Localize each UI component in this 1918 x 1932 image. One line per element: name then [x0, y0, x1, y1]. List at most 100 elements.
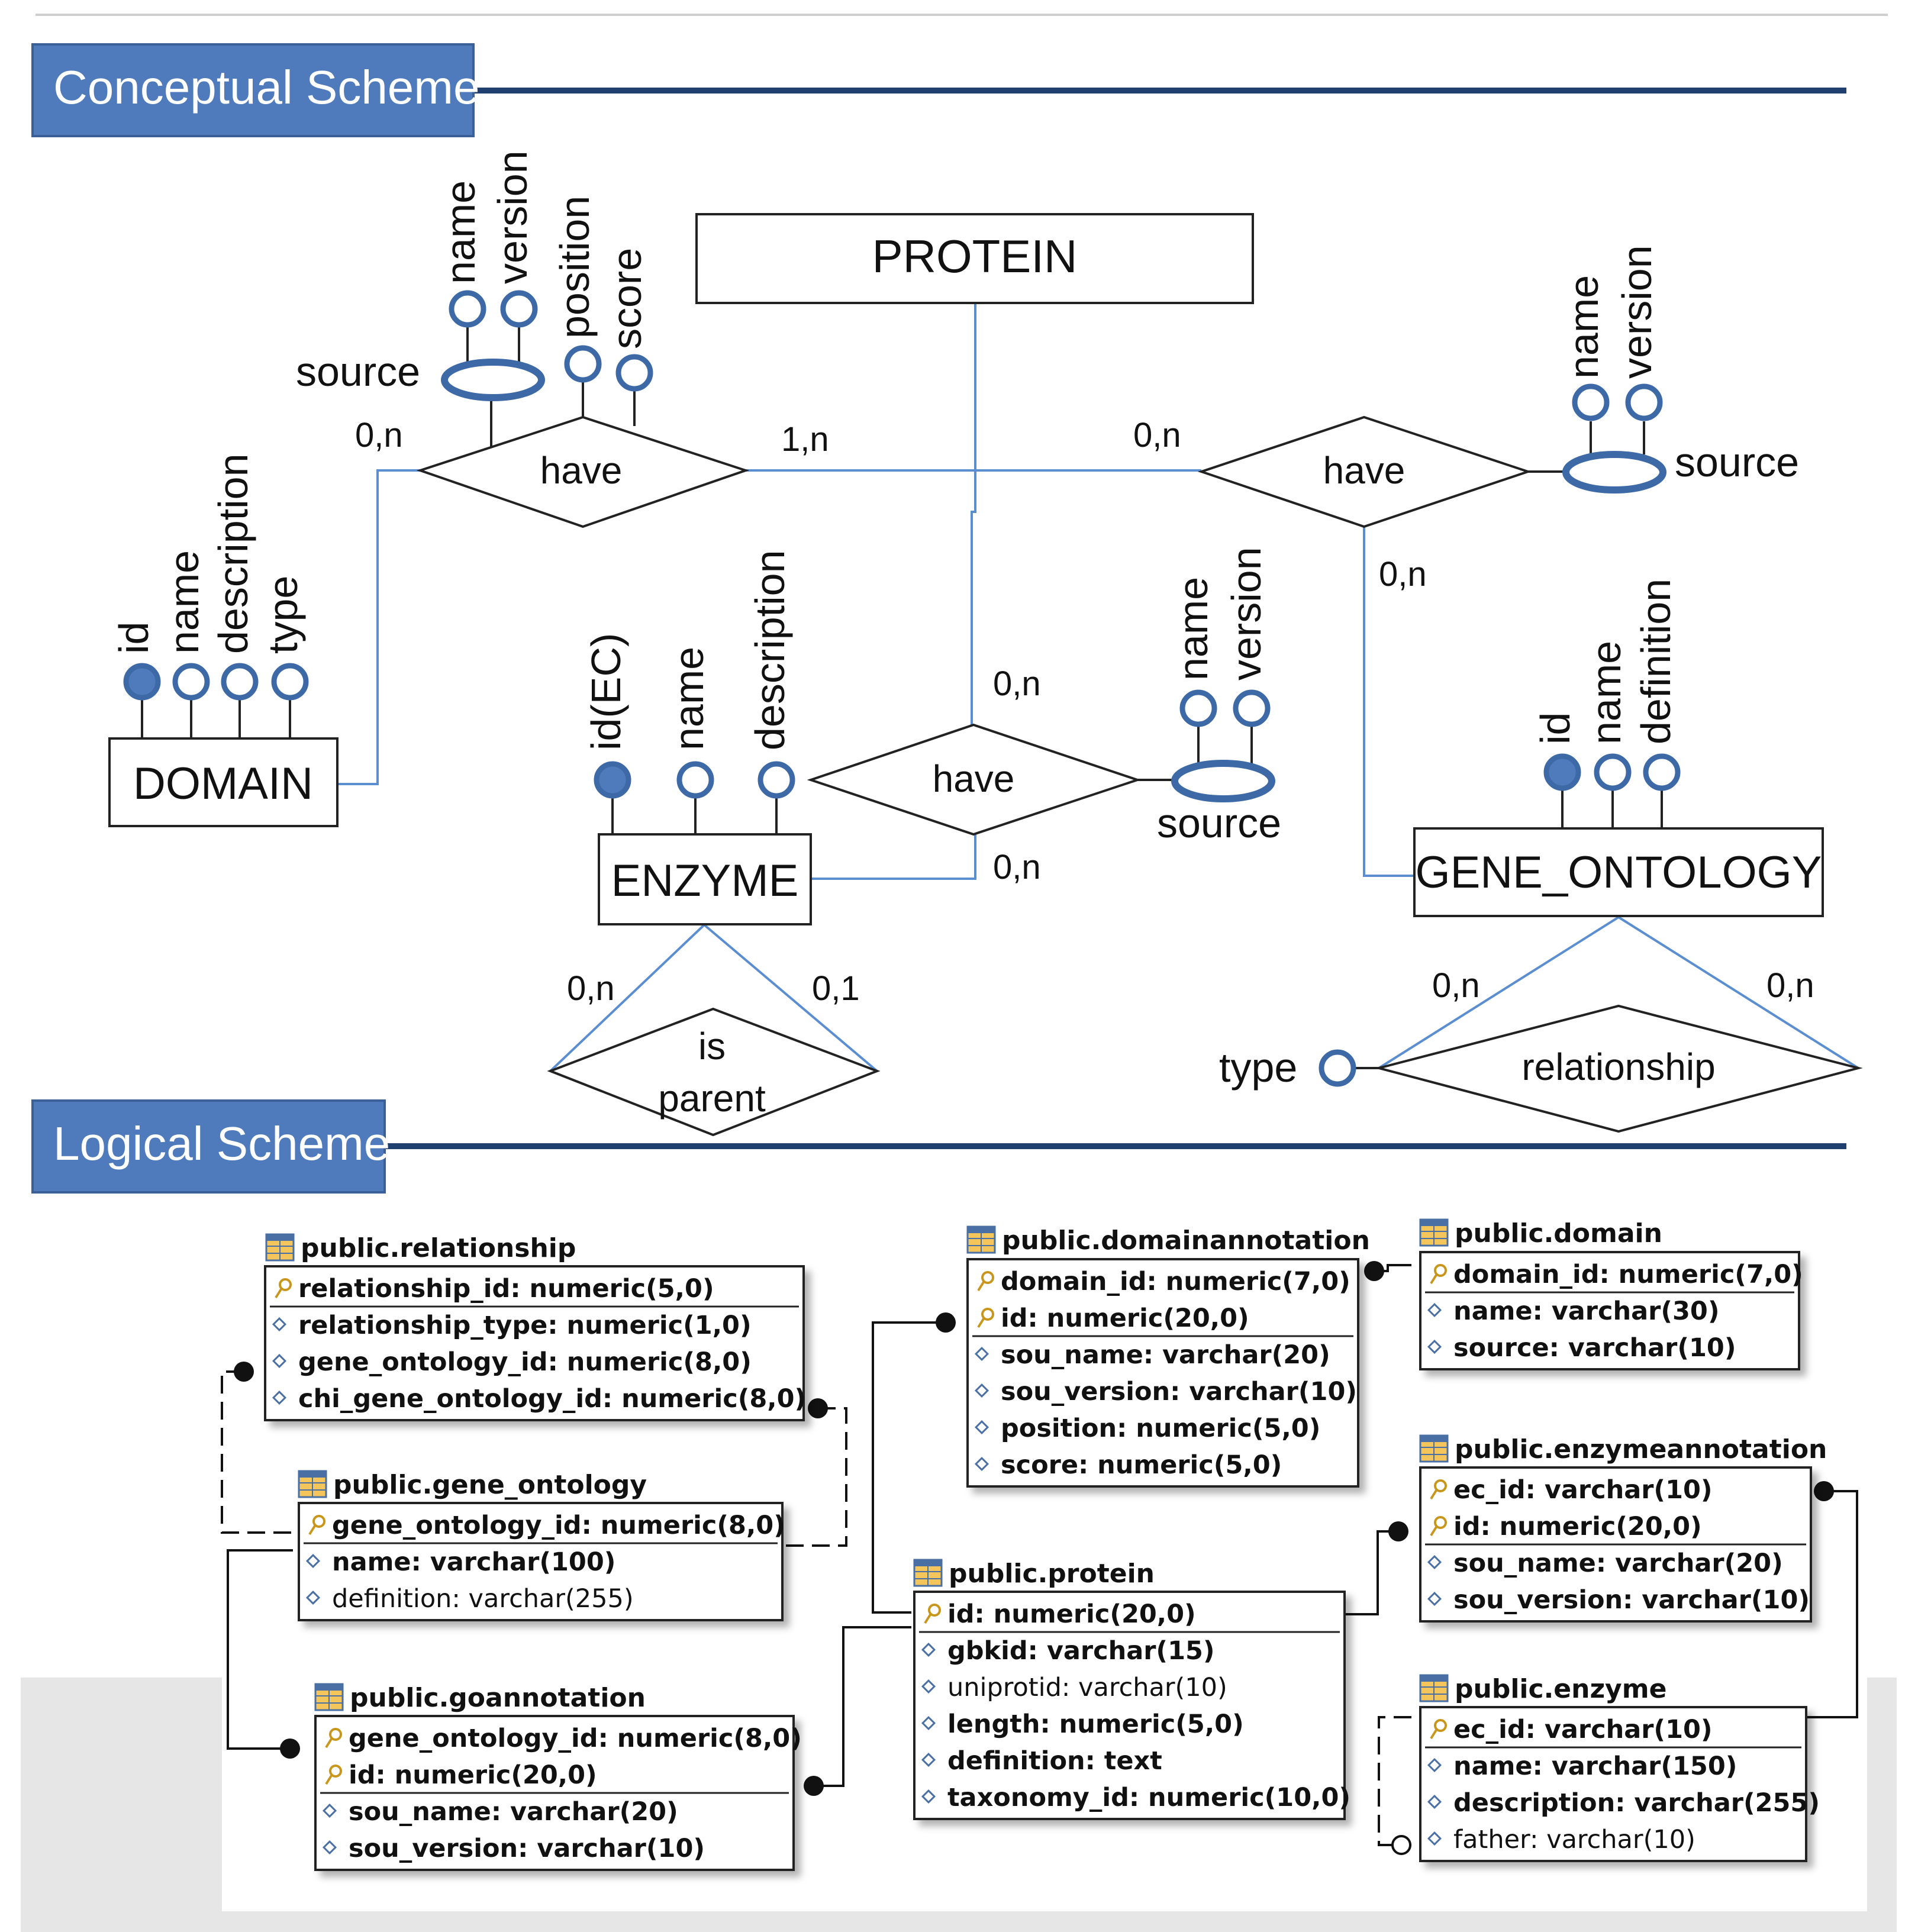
column-text: sou_name: varchar(20) [349, 1797, 678, 1827]
table-icon-header [266, 1234, 294, 1241]
column-text: id: numeric(20,0) [349, 1760, 597, 1790]
attr-stems-domain [141, 699, 291, 738]
logical-connectors [221, 1264, 1858, 1846]
column-text: gene_ontology_id: numeric(8,0) [332, 1511, 785, 1540]
key-icon [325, 1728, 342, 1749]
attr-group-go-rel-type: type [1219, 1044, 1379, 1091]
entity-domain-label: DOMAIN [133, 759, 313, 809]
attr-group-domain: id name description type [111, 453, 309, 738]
column-diamond-icon [305, 1553, 321, 1569]
column-diamond-icon [921, 1715, 936, 1731]
table-row: sou_version: varchar(10) [322, 1834, 705, 1863]
table-icon [1419, 1434, 1449, 1463]
column-diamond-icon [974, 1420, 989, 1435]
attr-group-gene-ontology: id name definition [1532, 579, 1681, 828]
attr-label-go-name: name [1583, 641, 1629, 744]
table-row: name: varchar(30) [1427, 1296, 1719, 1326]
card-protein-have-enzyme: 0,n [993, 665, 1041, 703]
key-icon-blade [1430, 1488, 1438, 1500]
logical-banner-box [31, 1099, 386, 1194]
key-icon-bow [329, 1728, 342, 1741]
logical-connector-ends [234, 1261, 1834, 1796]
column-diamond-icon [1427, 1339, 1442, 1354]
attr-circle-go-source-name [1572, 383, 1610, 421]
entity-enzyme-label: ENZYME [611, 856, 799, 906]
column-diamond-icon [272, 1390, 287, 1405]
conn-relationship-go-right [782, 1407, 847, 1547]
key-icon-bow [981, 1308, 994, 1321]
table-row: definition: text [921, 1746, 1162, 1776]
table-row: name: varchar(100) [305, 1547, 615, 1577]
table-box [1419, 1251, 1800, 1370]
card-go-have: 0,n [1379, 555, 1427, 594]
table-row: gene_ontology_id: numeric(8,0) [325, 1724, 802, 1753]
attr-circle-enzyme-name [676, 761, 714, 799]
conn-goannotation-protein [814, 1626, 911, 1787]
key-icon [924, 1604, 941, 1624]
table-row: description: varchar(255) [1427, 1788, 1820, 1818]
er-connectors [337, 302, 1859, 1072]
attr-label-go-rel-type: type [1219, 1044, 1297, 1091]
table-row: gbkid: varchar(15) [921, 1636, 1215, 1666]
column-diamond-icon [1427, 1831, 1442, 1846]
attr-circle-position [564, 345, 602, 383]
go-rel-right [1617, 916, 1859, 1069]
column-diamond-icon [322, 1840, 337, 1855]
column-diamond-icon [921, 1789, 936, 1804]
card-go-rel-right: 0,n [1767, 966, 1814, 1005]
table-domain: public.domain domain_id: numeric(7,0) name… [1419, 1218, 1803, 1370]
key-icon-blade [308, 1524, 317, 1536]
relationship-have-domain: have [416, 415, 750, 528]
table-box [1419, 1706, 1807, 1862]
card-enzyme-parent-left: 0,n [567, 969, 615, 1008]
column-text: sou_version: varchar(10) [1001, 1377, 1357, 1407]
entity-enzyme: ENZYME [598, 833, 812, 925]
table-title: public.domain [1455, 1218, 1662, 1249]
key-icon-blade [325, 1737, 333, 1749]
table-row: gene_ontology_id: numeric(8,0) [272, 1347, 752, 1377]
column-text: domain_id: numeric(7,0) [1453, 1260, 1803, 1289]
table-row: father: varchar(10) [1427, 1825, 1695, 1854]
table-row: id: numeric(20,0) [325, 1760, 597, 1790]
column-text: name: varchar(30) [1453, 1296, 1719, 1326]
key-icon-bow [928, 1604, 941, 1617]
table-row: ec_id: varchar(10) [1430, 1715, 1713, 1744]
column-text: definition: text [947, 1746, 1162, 1776]
column-text: sou_version: varchar(10) [1453, 1585, 1810, 1615]
key-icon-blade [924, 1612, 932, 1624]
key-icon [1430, 1516, 1447, 1537]
attr-label-go-definition: definition [1633, 579, 1679, 744]
table-icon-header [1420, 1675, 1448, 1682]
table-box [264, 1265, 805, 1421]
column-text: score: numeric(5,0) [1001, 1450, 1282, 1480]
key-icon-blade [1430, 1728, 1438, 1740]
go-relationship-label: relationship [1521, 1046, 1715, 1088]
have-domain-label: have [540, 449, 623, 492]
table-row: sou_version: varchar(10) [1427, 1585, 1810, 1615]
key-icon-bow [279, 1278, 292, 1291]
enzyme-parent-right [703, 924, 878, 1072]
attr-circle-domain-id [123, 663, 161, 701]
attr-label-go-source-name: name [1561, 275, 1607, 379]
go-source-ellipse [1562, 451, 1666, 494]
table-box [298, 1502, 784, 1621]
table-row: definition: varchar(255) [305, 1584, 634, 1614]
attr-group-enzyme: id(EC) name description [583, 550, 795, 834]
column-text: name: varchar(100) [332, 1547, 615, 1577]
attr-circle-enzyme-source-version [1233, 689, 1271, 727]
key-icon-bow [1434, 1264, 1447, 1277]
card-enzyme-have: 0,n [993, 848, 1041, 886]
column-text: definition: varchar(255) [332, 1584, 634, 1614]
entity-gene-ontology-box [1413, 827, 1824, 917]
cardinality-labels: 0,n 1,n 0,n 0,n 0,n 0,n 0,n 0,1 0,n 0,n [355, 416, 1814, 1008]
attr-circle-source-name [449, 290, 486, 328]
attr-circle-domain-description [221, 663, 259, 701]
table-icon [1419, 1674, 1449, 1702]
attr-label-enzyme-name: name [666, 647, 712, 750]
table-row: chi_gene_ontology_id: numeric(8,0) [272, 1384, 806, 1414]
go-have-link [1363, 527, 1414, 877]
